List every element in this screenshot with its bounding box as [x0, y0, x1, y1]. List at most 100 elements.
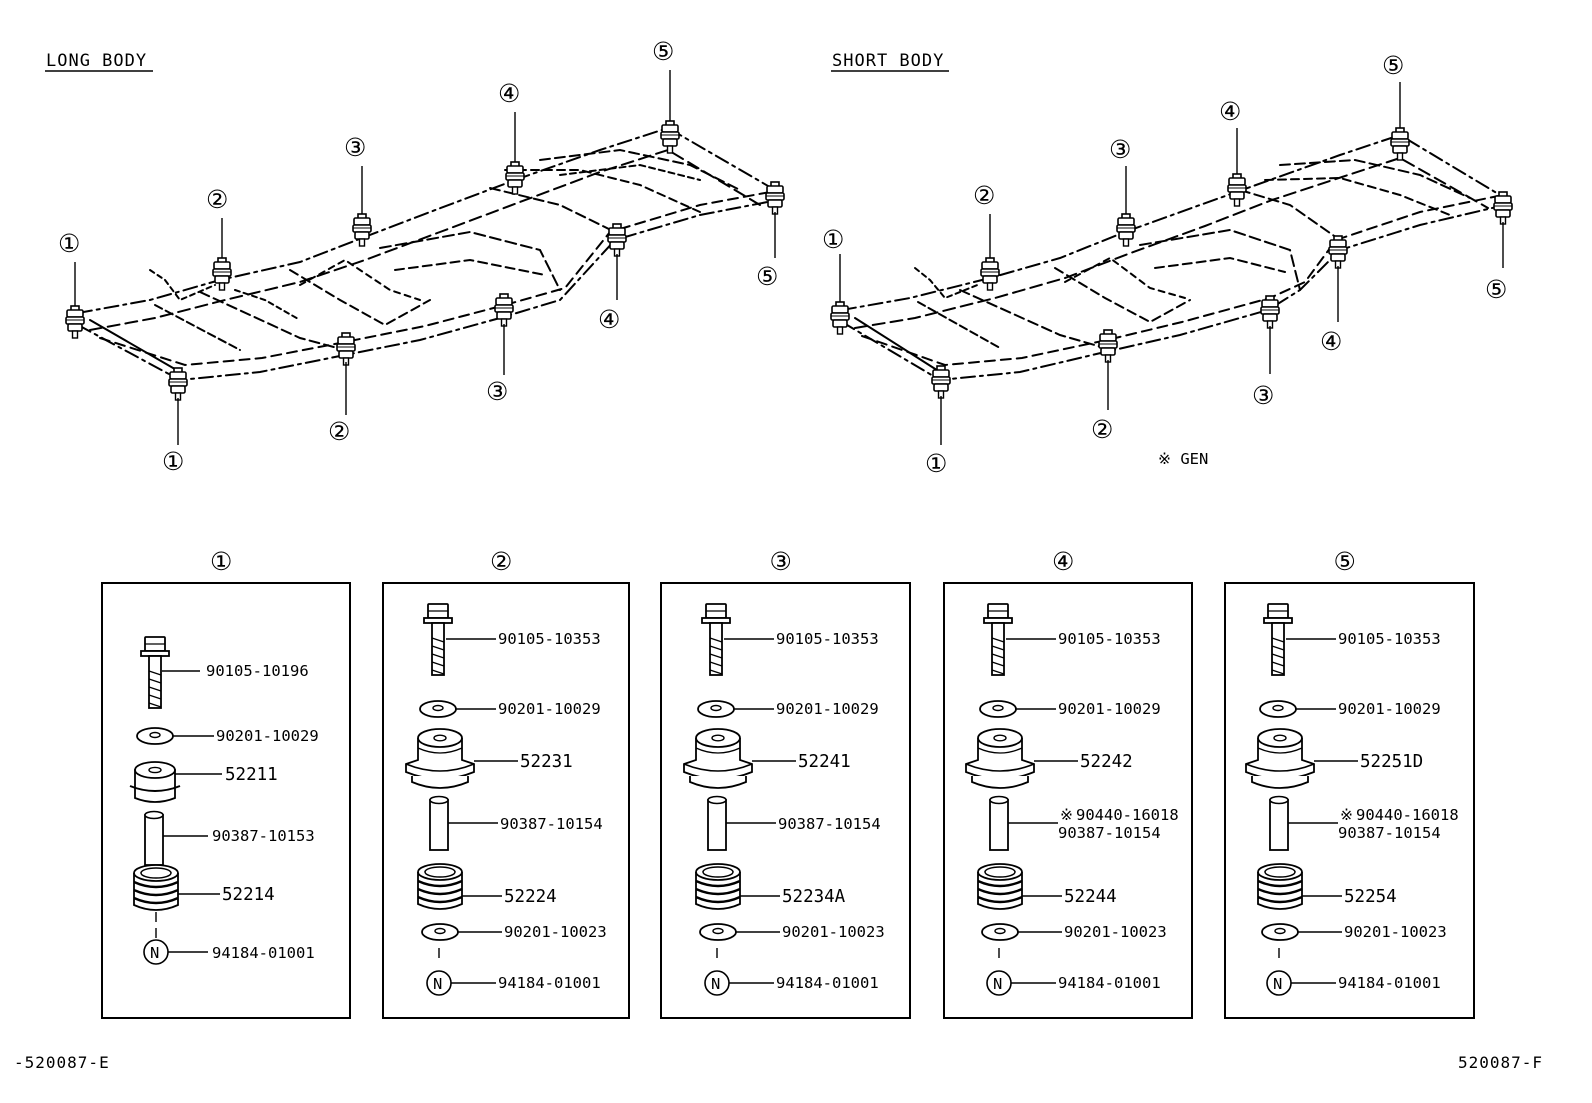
long-callout-5: ⑤	[652, 37, 674, 66]
group-4: ④90105-1035390201-1002952242※90440-16018…	[943, 547, 1193, 1019]
group-5-upper-cushion-part: 52251D	[1360, 752, 1423, 772]
group-5-upper-cushion-icon	[1245, 728, 1315, 789]
short-callout-2b: ②	[1091, 415, 1113, 444]
group-5-washer-icon	[1259, 700, 1297, 718]
group-5-collar-icon	[1269, 795, 1289, 851]
long-callout-4: ④	[498, 79, 520, 108]
group-5-gen-mark: ※	[1340, 806, 1353, 824]
long-callout-2: ②	[206, 185, 228, 214]
group-3-bottom-washer-part: 90201-10023	[782, 923, 885, 941]
group-2-lower-cushion-part: 52224	[504, 887, 557, 907]
group-4-bottom-washer-part: 90201-10023	[1064, 923, 1167, 941]
long-callout-1: ①	[58, 229, 80, 258]
group-3-upper-cushion-part: 52241	[798, 752, 851, 772]
short-callout-4b: ④	[1320, 327, 1342, 356]
group-3-bolt-part: 90105-10353	[776, 630, 879, 648]
group-2-number: ②	[490, 547, 512, 576]
long-callout-3b: ③	[486, 377, 508, 406]
long-body-label: LONG BODY	[46, 51, 147, 71]
group-4-washer-part: 90201-10029	[1058, 700, 1161, 718]
short-callout-5b: ⑤	[1485, 275, 1507, 304]
group-2: ②90105-1035390201-100295223190387-101545…	[382, 547, 630, 1019]
long-body-header: LONG BODY	[45, 51, 153, 72]
group-2-nut-symbol: N	[433, 975, 442, 993]
long-body-frame	[77, 126, 779, 382]
group-5-number: ⑤	[1334, 547, 1356, 576]
group-1-upper-cushion-icon	[129, 761, 181, 803]
group-5-collar-part: 90387-10154	[1338, 824, 1441, 842]
group-3-lower-cushion-part: 52234A	[782, 887, 846, 907]
group-4-upper-cushion-icon	[965, 728, 1035, 789]
group-4-collar-part: 90387-10154	[1058, 824, 1161, 842]
short-callout-1b: ①	[925, 449, 947, 478]
group-2-upper-cushion-part: 52231	[520, 752, 573, 772]
long-callout-2b: ②	[328, 417, 350, 446]
group-5-lower-cushion-part: 52254	[1344, 887, 1397, 907]
group-4-collar-alt-part: 90440-16018	[1076, 806, 1179, 824]
group-4-bolt-part: 90105-10353	[1058, 630, 1161, 648]
group-1-nut-symbol: N	[150, 944, 159, 962]
group-4-upper-cushion-part: 52242	[1080, 752, 1133, 772]
group-3-washer-part: 90201-10029	[776, 700, 879, 718]
groups-2-to-5: ② 90105-10353 90201-10029 52231 90387-10154 5…	[382, 547, 1475, 1019]
group-4-number: ④	[1052, 547, 1074, 576]
group-5-nut-symbol: N	[1273, 975, 1282, 993]
short-body-mounts	[830, 127, 1513, 399]
group-4-nut-symbol: N	[993, 975, 1002, 993]
group-4-washer-icon	[979, 700, 1017, 718]
group-2-bottom-washer-icon	[421, 923, 459, 941]
group-5-box	[1224, 582, 1475, 1019]
group-2-nut-part: 94184-01001	[498, 974, 601, 992]
short-callout-1: ①	[822, 225, 844, 254]
short-body-leaders	[839, 82, 1504, 445]
group-2-bottom-washer-part: 90201-10023	[504, 923, 607, 941]
group-2-upper-cushion-icon	[405, 728, 475, 789]
long-body-leaders	[74, 70, 776, 445]
short-body-header: SHORT BODY	[831, 51, 949, 72]
group-1-upper-cushion-part: 52211	[225, 765, 278, 785]
footer-left-code: -520087-E	[14, 1053, 110, 1072]
group-1-collar-icon	[144, 810, 164, 866]
group-5-bolt-part: 90105-10353	[1338, 630, 1441, 648]
group-3-nut-symbol: N	[711, 975, 720, 993]
group-2-lower-cushion-icon	[416, 862, 464, 911]
long-body-callouts: ① ① ② ② ③ ③ ④ ④ ⑤ ⑤	[58, 37, 778, 476]
group-1-collar-part: 90387-10153	[212, 827, 315, 845]
group-3-washer-icon	[697, 700, 735, 718]
short-body-callouts: ① ① ② ② ③ ③ ④ ④ ⑤ ⑤	[822, 51, 1507, 478]
long-callout-1b: ①	[162, 447, 184, 476]
group-1-number: ①	[210, 547, 232, 576]
group-3-nut-part: 94184-01001	[776, 974, 879, 992]
group-3-collar-icon	[707, 795, 727, 851]
group-3: ③ 90105-10353 90201-10029 52241 90387-10154 5…	[660, 547, 911, 1019]
group-2-box	[382, 582, 630, 1019]
group-1-bolt-part: 90105-10196	[206, 662, 309, 680]
group-2-bolt-part: 90105-10353	[498, 630, 601, 648]
group-1-lower-cushion-part: 52214	[222, 885, 275, 905]
group-4-collar-icon	[989, 795, 1009, 851]
long-callout-5b: ⑤	[756, 262, 778, 291]
group-3-number: ③	[770, 547, 792, 576]
group-3-box	[660, 582, 911, 1019]
group-1: ① 90105-10196 90201-10029 52211 90387-10…	[101, 547, 351, 1019]
long-callout-3: ③	[344, 133, 366, 162]
short-callout-4: ④	[1219, 97, 1241, 126]
group-4-nut-part: 94184-01001	[1058, 974, 1161, 992]
group-1-washer-part: 90201-10029	[216, 727, 319, 745]
group-1-bolt-icon	[140, 636, 170, 709]
group-3-collar-part: 90387-10154	[778, 815, 881, 833]
short-callout-2: ②	[973, 181, 995, 210]
group-5-washer-part: 90201-10029	[1338, 700, 1441, 718]
short-callout-5: ⑤	[1382, 51, 1404, 80]
group-1-lower-cushion-icon	[132, 863, 180, 912]
group-4-bottom-washer-icon	[981, 923, 1019, 941]
short-body-frame	[841, 133, 1506, 382]
group-4-lower-cushion-part: 52244	[1064, 887, 1117, 907]
group-1-box	[101, 582, 351, 1019]
group-3-lower-cushion-icon	[694, 862, 742, 911]
gen-note: ※ GEN	[1158, 450, 1208, 468]
group-2-washer-part: 90201-10029	[498, 700, 601, 718]
group-5-lower-cushion-icon	[1256, 862, 1304, 911]
group-1-washer-icon	[136, 727, 174, 745]
group-4-box	[943, 582, 1193, 1019]
